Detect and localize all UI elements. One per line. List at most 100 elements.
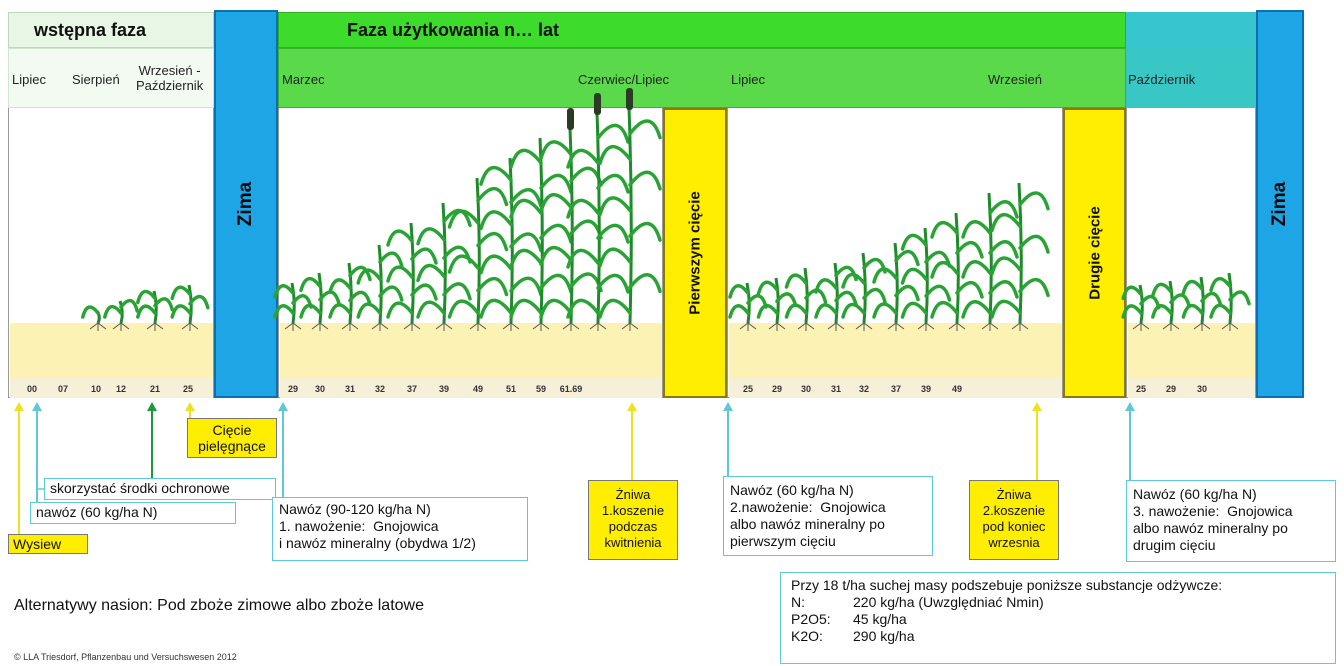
stage-number: 21 <box>149 384 161 394</box>
stage-number: 39 <box>920 384 932 394</box>
stage-bar-first <box>280 378 662 398</box>
initial-month-band <box>8 48 214 108</box>
plant-icon <box>900 227 952 331</box>
stage-number: 31 <box>344 384 356 394</box>
month-sierpien: Sierpień <box>72 72 120 87</box>
nawoz-60-box: nawóz (60 kg/ha N) <box>30 502 236 524</box>
stage-number: 32 <box>858 384 870 394</box>
zima-column-1: Zima <box>214 10 278 398</box>
stage-bar-second <box>729 378 1062 398</box>
stage-number: 30 <box>314 384 326 394</box>
stage-number: 29 <box>771 384 783 394</box>
stage-number: 12 <box>115 384 127 394</box>
stage-number: 29 <box>287 384 299 394</box>
ciecie-pielegnacyjne-box: Cięcie pielęgnące <box>187 418 277 458</box>
nutrient-row: P2O5: 45 kg/ha <box>791 611 1325 628</box>
stage-number: 25 <box>182 384 194 394</box>
usage-phase-header: Faza użytkowania n… lat <box>278 12 1126 48</box>
stage-bar-third <box>1128 378 1255 398</box>
plant-icon <box>136 289 174 331</box>
usage-month-band <box>278 48 1126 108</box>
stage-number: 00 <box>26 384 38 394</box>
nutrients-intro: Przy 18 t/ha suchej masy podszebuje poni… <box>791 577 1223 593</box>
arrow-markers <box>14 402 1135 536</box>
nutrient-row: N: 220 kg/ha (Uwzględniać Nmin) <box>791 594 1325 611</box>
nawoz-second-box: Nawóz (60 kg/ha N) 2.nawożenie: Gnojowic… <box>723 476 933 556</box>
month-lipiec-2: Lipiec <box>731 72 765 87</box>
plant-icon <box>447 177 509 331</box>
credit-text: © LLA Triesdorf, Pflanzenbau und Versuch… <box>14 652 237 662</box>
nawoz-first-box: Nawóz (90-120 kg/ha N) 1. nawożenie: Gno… <box>272 497 528 561</box>
plant-icon <box>566 93 630 331</box>
plant-icon <box>1209 272 1251 331</box>
stage-number: 39 <box>438 384 450 394</box>
zniwa-2-box: Żniwa 2.koszenie pod koniec wrzesnia <box>969 480 1059 560</box>
nawoz-third-box: Nawóz (60 kg/ha N) 3. nawożenie: Gnojowi… <box>1126 480 1336 562</box>
stage-number: 32 <box>374 384 386 394</box>
stage-number: 07 <box>57 384 69 394</box>
plant-icon <box>930 212 984 331</box>
plant-icon <box>598 88 662 331</box>
arrow-up-icon <box>723 402 733 477</box>
soil-first <box>280 323 662 378</box>
stage-number: 31 <box>830 384 842 394</box>
nutrient-name: K2O: <box>791 628 823 644</box>
soil-third <box>1128 323 1255 378</box>
month-pazdziernik: Październik <box>1128 72 1196 87</box>
plant-icon <box>103 298 139 331</box>
zima-column-2: Zima <box>1256 10 1304 398</box>
nutrient-row: K2O: 290 kg/ha <box>791 628 1325 645</box>
arrow-up-icon <box>627 402 637 480</box>
arrow-up-icon <box>1125 402 1135 480</box>
second-cut-column: Drugie cięcie <box>1063 108 1126 398</box>
stage-number: 49 <box>951 384 963 394</box>
arrow-up-icon <box>14 402 24 536</box>
nutrient-name: P2O5: <box>791 611 831 627</box>
arrow-up-icon <box>147 402 157 480</box>
plant-icon <box>990 182 1050 331</box>
initial-phase-header: wstępna faza <box>8 12 214 48</box>
month-czerwiec-lipiec: Czerwiec/Lipiec <box>578 72 670 87</box>
stage-number: 10 <box>90 384 102 394</box>
nutrient-value: 220 kg/ha (Uwzględniać Nmin) <box>853 594 1044 610</box>
stage-number: 25 <box>1135 384 1147 394</box>
plant-icon <box>416 202 472 331</box>
stage-number: 30 <box>800 384 812 394</box>
stage-number: 37 <box>890 384 902 394</box>
plant-icon <box>1181 276 1223 331</box>
plant-icon <box>728 282 768 331</box>
plant-icon <box>1151 280 1191 331</box>
stage-number: 51 <box>505 384 517 394</box>
stage-number: 49 <box>472 384 484 394</box>
stage-number: 30 <box>1196 384 1208 394</box>
stage-number: 29 <box>1165 384 1177 394</box>
nutrients-box: Przy 18 t/ha suchej masy podszebuje poni… <box>780 572 1336 664</box>
month-marzec: Marzec <box>282 72 325 87</box>
zniwa-1-box: Żniwa 1.koszenie podczas kwitnienia <box>588 480 678 560</box>
plant-icon <box>81 305 107 331</box>
nutrient-value: 290 kg/ha <box>853 628 915 644</box>
stage-number: 37 <box>406 384 418 394</box>
soil-initial <box>10 323 213 378</box>
plant-icon <box>539 108 603 331</box>
srodki-ochronowe-box: skorzystać środki ochronowe <box>44 478 276 500</box>
stage-bar-initial <box>10 378 213 398</box>
initial-phase-title: wstępna faza <box>34 20 147 40</box>
wysiew-box: Wysiew <box>8 534 88 554</box>
plant-icon <box>328 262 372 331</box>
month-wrzesien-pazdziernik: Wrzesień - Październik <box>136 63 204 93</box>
nutrient-name: N: <box>791 594 805 610</box>
nutrient-value: 45 kg/ha <box>853 611 907 627</box>
stage-number: 61.69 <box>559 384 583 394</box>
late-phase-header <box>1126 12 1256 48</box>
plant-icon <box>170 284 210 331</box>
plant-icon <box>756 277 798 331</box>
first-cut-column: Pierwszym cięcie <box>663 108 727 398</box>
month-lipiec-1: Lipiec <box>12 72 46 87</box>
month-wrzesien: Wrzesień <box>988 72 1042 87</box>
plant-icon <box>356 244 404 331</box>
stage-number: 59 <box>535 384 547 394</box>
late-month-band <box>1126 48 1256 108</box>
usage-phase-title: Faza użytkowania n… lat <box>347 20 560 40</box>
